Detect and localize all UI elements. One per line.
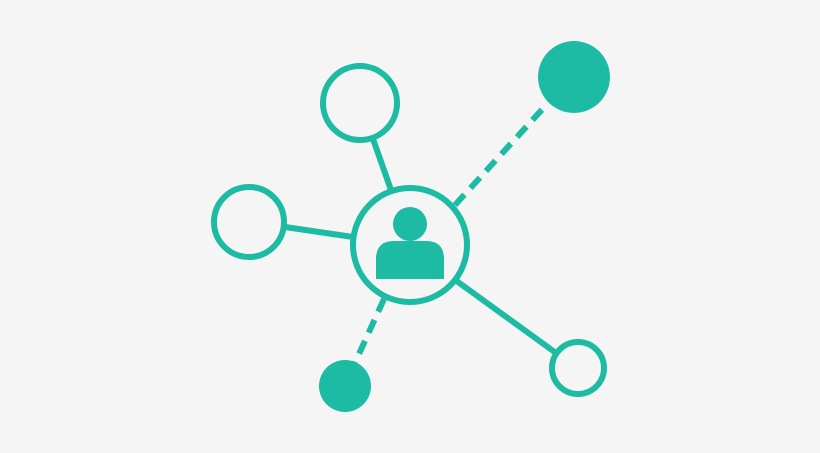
bottom-left-node [319, 360, 371, 412]
bottom-left-connector [351, 297, 387, 367]
top-left-node [320, 63, 400, 143]
user-icon-head [393, 207, 427, 241]
left-node [211, 184, 287, 260]
bottom-right-node [549, 339, 607, 397]
bottom-right-connector [455, 279, 559, 356]
user-icon-body [376, 241, 444, 279]
top-right-connector [452, 100, 551, 208]
top-left-connector [370, 136, 394, 193]
top-right-node [538, 41, 610, 113]
left-connector [282, 224, 356, 240]
user-icon [376, 207, 444, 279]
